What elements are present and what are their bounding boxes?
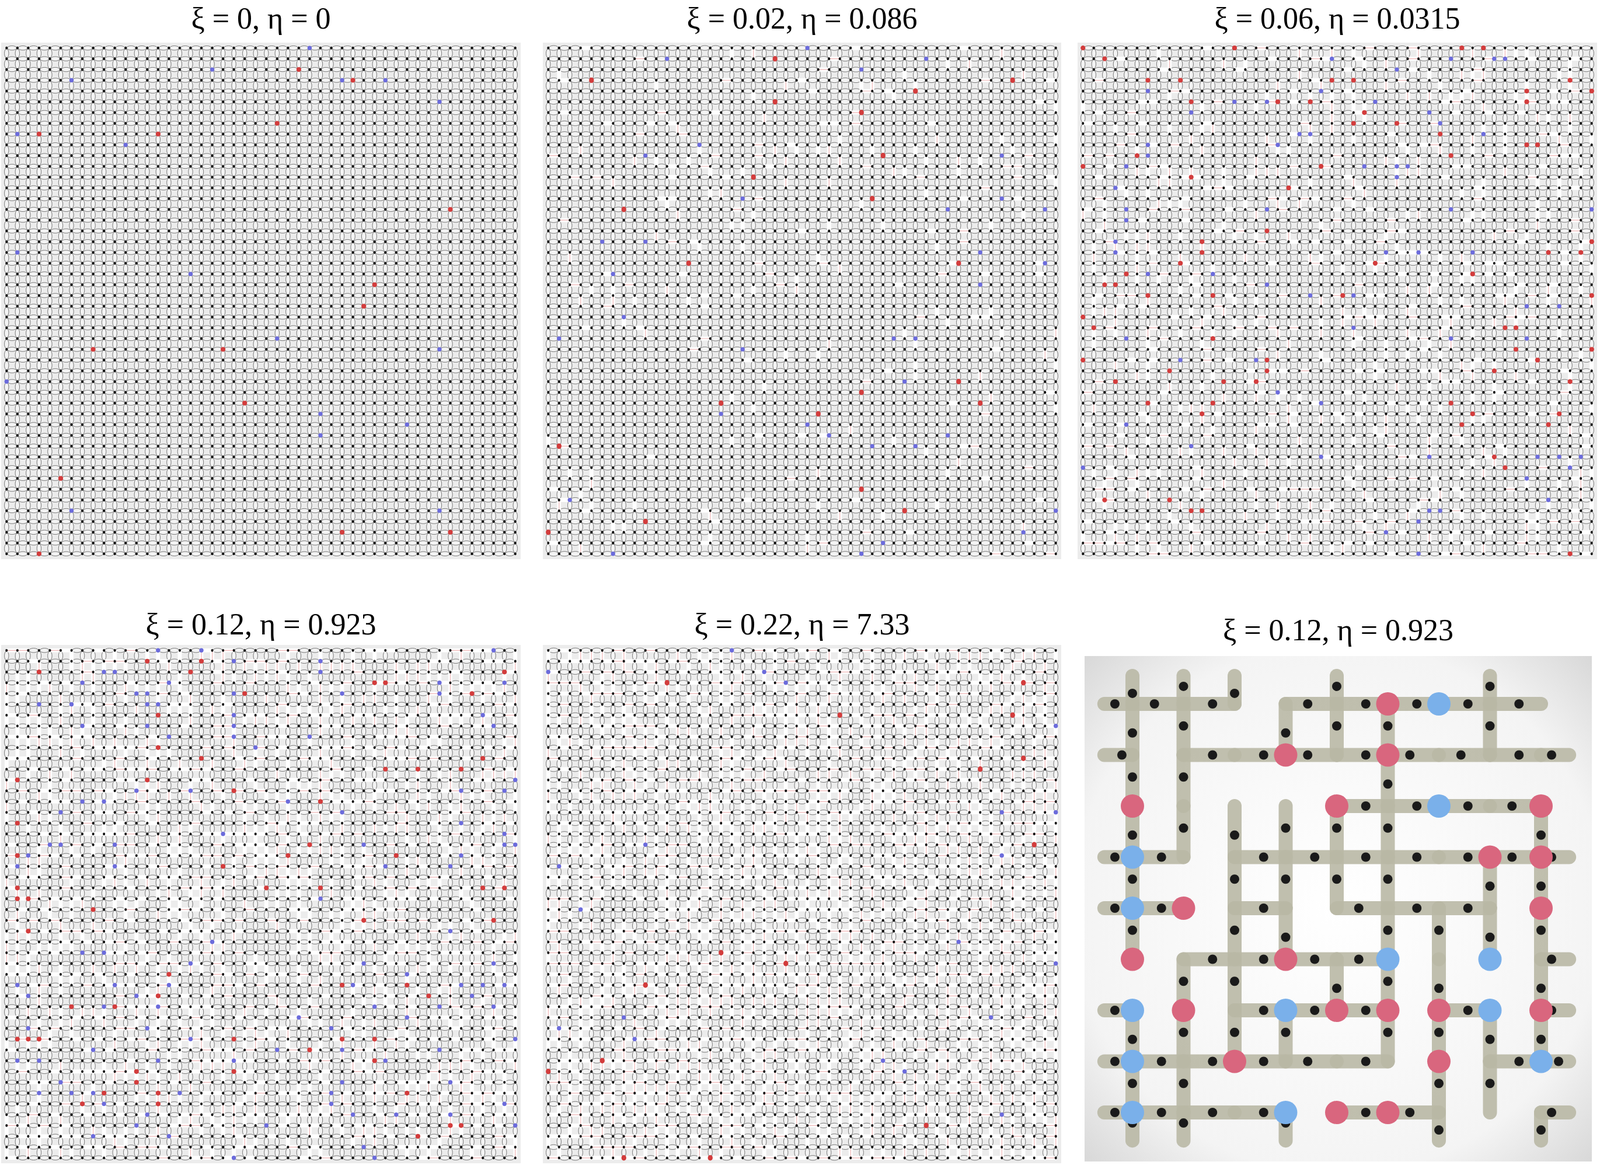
lattice-panel bbox=[1, 42, 521, 560]
lattice-panel bbox=[542, 645, 1062, 1164]
lattice-panel bbox=[542, 42, 1062, 560]
panel-title: ξ = 0, η = 0 bbox=[1, 1, 521, 37]
lattice-panel bbox=[1077, 42, 1598, 560]
panel-title: ξ = 0.22, η = 7.33 bbox=[542, 607, 1062, 643]
lattice-panel bbox=[1, 645, 521, 1164]
panel-title: ξ = 0.12, η = 0.923 bbox=[1084, 612, 1592, 648]
panel-title: ξ = 0.02, η = 0.086 bbox=[542, 1, 1062, 37]
zoomed-lattice bbox=[1084, 656, 1592, 1162]
panel-title: ξ = 0.06, η = 0.0315 bbox=[1077, 1, 1598, 37]
panel-title: ξ = 0.12, η = 0.923 bbox=[1, 607, 521, 643]
